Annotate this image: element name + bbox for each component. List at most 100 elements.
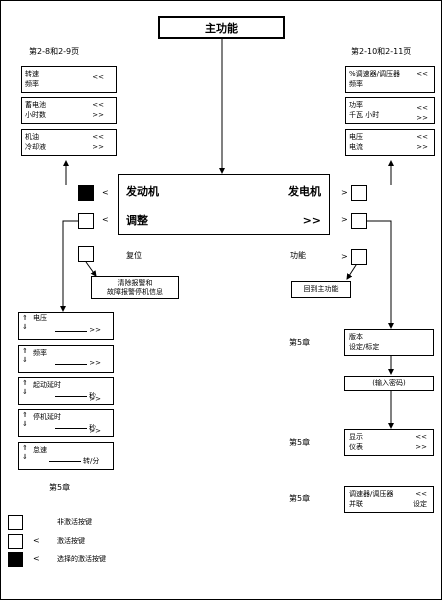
adjust-left-key[interactable] bbox=[78, 213, 94, 229]
legend-inactive-key-icon bbox=[8, 515, 23, 530]
clear-alarm-box: 清除报警和 故障报警停机信息 bbox=[91, 276, 179, 299]
chapter-ref-display: 第5章 bbox=[289, 438, 311, 447]
adjust-right-key-arrow: > bbox=[341, 215, 348, 224]
legend-selected-label: 选择的激活按键 bbox=[57, 555, 106, 563]
adjust-down-arrow bbox=[60, 220, 78, 312]
display-meter-box: 显示 仪表 << >> bbox=[344, 429, 434, 456]
down-arrow: ⇓ bbox=[22, 356, 28, 364]
unit-label: 秒 bbox=[89, 392, 96, 400]
nav-arrows: << bbox=[416, 104, 428, 112]
main-display-panel: 发动机 发电机 调整 >> bbox=[118, 174, 330, 235]
return-main-text: 回到主功能 bbox=[303, 285, 339, 293]
nav-arrows: >> bbox=[89, 359, 101, 367]
adjust-item-label: 频率 bbox=[33, 349, 47, 357]
menu-box-power: 功率 千瓦 小时 << >> bbox=[345, 97, 435, 124]
engine-label: 发动机 bbox=[126, 185, 159, 198]
menu-box-battery: 蓄电池 小时数 << >> bbox=[21, 97, 117, 124]
legend-selected-arrow: < bbox=[33, 554, 40, 563]
clear-alarm-text: 故障报警停机信息 bbox=[107, 288, 163, 296]
menu-text: 频率 bbox=[25, 80, 39, 88]
chapter-ref-left: 第5章 bbox=[49, 483, 71, 492]
password-text: (输入密码) bbox=[372, 379, 406, 387]
adjust-box-voltage: ⇑ ⇓ 电压 >> bbox=[18, 312, 114, 340]
function-key-arrow: > bbox=[341, 252, 348, 261]
password-box: (输入密码) bbox=[344, 376, 434, 391]
reset-label: 复位 bbox=[126, 251, 142, 260]
generator-key[interactable] bbox=[351, 185, 367, 201]
nav-arrows: << bbox=[415, 433, 427, 441]
nav-arrows: << bbox=[415, 490, 427, 498]
down-arrow: ⇓ bbox=[22, 453, 28, 461]
menu-box-speed: 转速 频率 << bbox=[21, 66, 117, 93]
menu-text: 电流 bbox=[349, 143, 363, 151]
function-key[interactable] bbox=[351, 249, 367, 265]
adjust-box-start-delay: ⇑ ⇓ 起动延时 秒 >> bbox=[18, 377, 114, 405]
adjust-arrows: >> bbox=[302, 214, 321, 227]
clear-alarm-text: 清除报警和 bbox=[117, 279, 153, 287]
menu-text: 功率 bbox=[349, 101, 363, 109]
unit-label: 转/分 bbox=[83, 457, 100, 465]
menu-text: 千瓦 小时 bbox=[349, 111, 380, 119]
nav-arrows: >> bbox=[92, 111, 104, 119]
main-function-box: 主功能 bbox=[158, 16, 285, 39]
adjust-label: 调整 bbox=[126, 214, 148, 227]
menu-text: 蓄电池 bbox=[25, 101, 46, 109]
nav-arrows: << bbox=[416, 70, 428, 78]
legend-inactive-label: 非激活按键 bbox=[57, 518, 92, 526]
adjust-box-frequency: ⇑ ⇓ 频率 >> bbox=[18, 345, 114, 373]
menu-box-oil-coolant: 机油 冷却液 << >> bbox=[21, 129, 117, 156]
adjust-item-label: 起动延时 bbox=[33, 381, 61, 389]
legend-selected-key-icon bbox=[8, 552, 23, 567]
chapter-ref-governor: 第5章 bbox=[289, 494, 311, 503]
adjust-item-label: 怠速 bbox=[33, 446, 47, 454]
left-section-ref: 第2-8和2-9页 bbox=[29, 47, 80, 56]
generator-key-arrow: > bbox=[341, 188, 348, 197]
nav-arrows: << bbox=[92, 73, 104, 81]
nav-arrows: << bbox=[416, 133, 428, 141]
menu-text: %调速器/调压器 bbox=[349, 70, 401, 78]
engine-selected-key[interactable] bbox=[78, 185, 94, 201]
menu-text: 电压 bbox=[349, 133, 363, 141]
nav-arrows: >> bbox=[416, 114, 428, 122]
menu-text: 机油 bbox=[25, 133, 39, 141]
reset-arrow bbox=[85, 261, 97, 277]
return-main-box: 回到主功能 bbox=[291, 281, 351, 298]
legend-active-label: 激活按键 bbox=[57, 537, 85, 545]
chapter-ref-version: 第5章 bbox=[289, 338, 311, 347]
nav-arrows: >> bbox=[89, 395, 101, 403]
up-arrow: ⇑ bbox=[22, 411, 28, 419]
main-function-title: 主功能 bbox=[205, 22, 238, 35]
version-box: 版本 设定/标定 bbox=[344, 329, 434, 356]
down-arrow: ⇓ bbox=[22, 420, 28, 428]
nav-arrows: >> bbox=[89, 427, 101, 435]
governor-set-text: 设定 bbox=[413, 500, 427, 508]
nav-arrows: << bbox=[92, 101, 104, 109]
up-arrow: ⇑ bbox=[22, 347, 28, 355]
display-text: 仪表 bbox=[349, 443, 363, 451]
adjust-item-label: 电压 bbox=[33, 314, 47, 322]
nav-arrows: >> bbox=[89, 326, 101, 334]
adjust-right-key[interactable] bbox=[351, 213, 367, 229]
adjust-box-stop-delay: ⇑ ⇓ 停机延时 秒 >> bbox=[18, 409, 114, 437]
down-arrow: ⇓ bbox=[22, 388, 28, 396]
right-section-ref: 第2-10和2-11页 bbox=[351, 47, 412, 56]
governor-setting-box: 调速器/调压器 并联 << 设定 bbox=[344, 486, 434, 513]
up-arrow: ⇑ bbox=[22, 444, 28, 452]
nav-arrows: >> bbox=[415, 443, 427, 451]
version-text: 设定/标定 bbox=[349, 343, 380, 351]
adjust-right-down-arrow bbox=[366, 220, 394, 329]
adjust-box-idle: ⇑ ⇓ 怠速 转/分 bbox=[18, 442, 114, 470]
governor-text: 调速器/调压器 bbox=[349, 490, 394, 498]
display-text: 显示 bbox=[349, 433, 363, 441]
reset-key[interactable] bbox=[78, 246, 94, 262]
legend-active-key-icon bbox=[8, 534, 23, 549]
menu-box-governor: %调速器/调压器 频率 << bbox=[345, 66, 435, 93]
unit-label: 秒 bbox=[89, 424, 96, 432]
adjust-item-label: 停机延时 bbox=[33, 413, 61, 421]
nav-arrows: << bbox=[92, 133, 104, 141]
up-arrow: ⇑ bbox=[22, 379, 28, 387]
down-arrow: ⇓ bbox=[22, 323, 28, 331]
nav-arrows: >> bbox=[416, 143, 428, 151]
